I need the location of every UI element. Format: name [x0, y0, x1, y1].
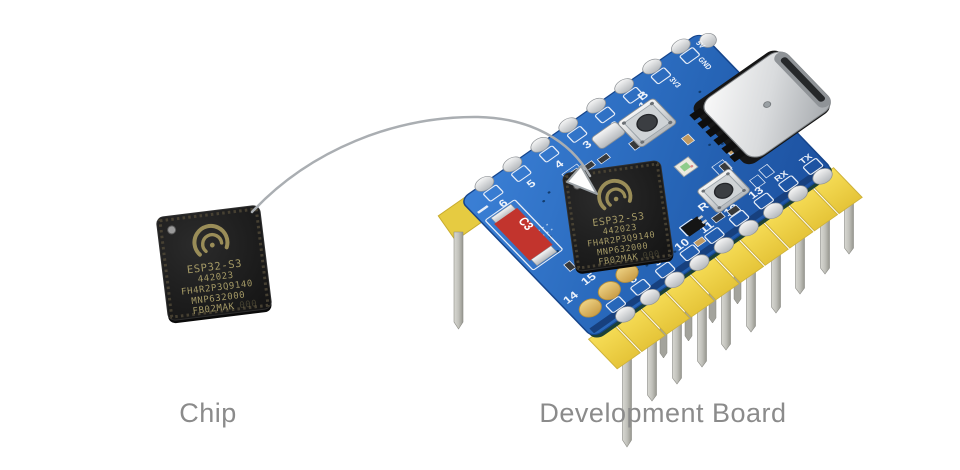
standalone-chip: ESP32-S3 442023 FH4R2P3Q9140 MNP632000 F…	[156, 205, 272, 324]
chip-marking-5-faint: 000	[239, 299, 258, 311]
chip-marking-2: 442023	[197, 271, 234, 285]
dev-board: GND 3V3 1 2 3 4 5 6 5V	[463, 32, 863, 370]
castellated-pad-right: 5V	[694, 32, 717, 51]
chip-to-board-arrow	[250, 115, 598, 214]
rgb-led	[673, 156, 699, 178]
regulator-ic	[679, 215, 708, 237]
silk-corner-mark	[477, 205, 489, 214]
usb-c-housing-ridges	[689, 107, 746, 163]
pin-label-5v: 5V	[694, 39, 708, 51]
reset-button: R	[695, 168, 750, 214]
boot-button: B	[618, 88, 677, 148]
pin1-marker	[167, 225, 177, 235]
ceramic-antenna: C3	[485, 199, 563, 271]
board-caption: Development Board	[539, 398, 786, 428]
chip-marking-5-faint: 000	[642, 249, 660, 261]
chip-caption: Chip	[179, 398, 237, 428]
usb-shell-dimple	[763, 101, 772, 108]
chip-marking-2: 442023	[602, 223, 637, 238]
arrowhead-icon	[566, 165, 598, 195]
usb-c-connector	[689, 50, 831, 165]
